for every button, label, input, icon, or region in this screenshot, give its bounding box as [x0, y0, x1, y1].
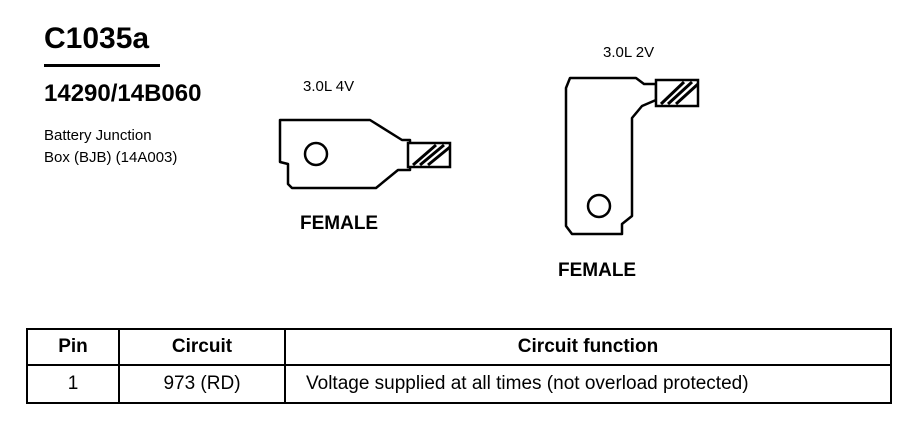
terminal-2v-drawing	[564, 76, 700, 236]
terminal-2v-body	[564, 76, 658, 236]
terminal-2v-gender: FEMALE	[558, 260, 637, 281]
cell-pin: 1	[26, 364, 120, 404]
terminal-4v-body	[278, 118, 412, 190]
table-row: 1 973 (RD) Voltage supplied at all times…	[26, 364, 892, 404]
part-number: 14290/14B060	[44, 80, 202, 107]
header-circuit: Circuit	[118, 328, 286, 366]
table-header-row: Pin Circuit Circuit function	[26, 328, 892, 366]
header-pin: Pin	[26, 328, 120, 366]
terminal-2v-hole	[586, 193, 612, 219]
connector-id: C1035a	[44, 22, 150, 55]
description-line-2: Box (BJB) (14A003)	[44, 149, 178, 166]
terminal-4v-hole	[303, 141, 329, 167]
title-underline	[44, 64, 160, 67]
pin-table: Pin Circuit Circuit function 1 973 (RD) …	[26, 328, 892, 404]
terminal-4v-gender: FEMALE	[300, 213, 379, 234]
terminal-4v-drawing	[278, 118, 452, 190]
header-circuit-function: Circuit function	[284, 328, 892, 366]
terminal-2v-label: 3.0L 2V	[603, 44, 655, 61]
cell-circuit: 973 (RD)	[118, 364, 286, 404]
description-line-1: Battery Junction	[44, 127, 152, 144]
terminal-4v-label: 3.0L 4V	[303, 78, 355, 95]
cell-circuit-function: Voltage supplied at all times (not overl…	[284, 364, 892, 404]
